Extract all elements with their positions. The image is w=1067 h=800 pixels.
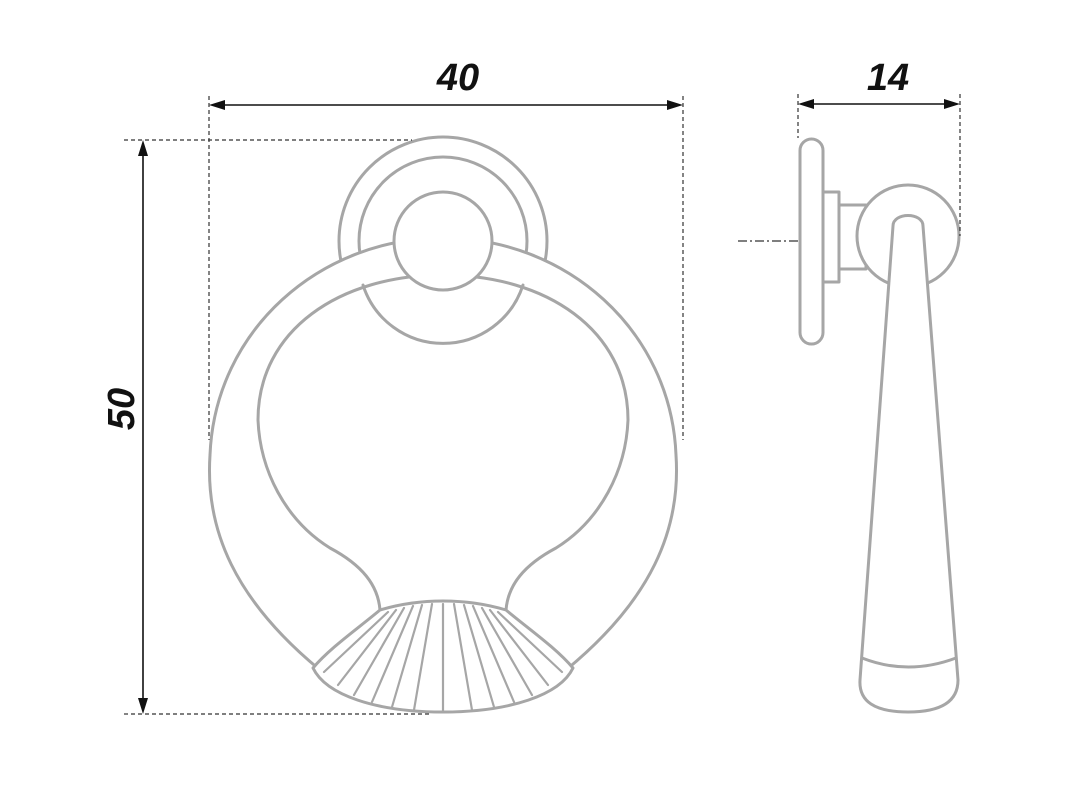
arrow-head: [798, 99, 814, 109]
fan-rib: [462, 603, 496, 709]
arrow-head: [138, 698, 148, 714]
height-label: 50: [101, 388, 143, 430]
arrow-head: [138, 140, 148, 156]
center-knob: [392, 190, 494, 292]
fan-rib: [336, 608, 398, 687]
side-drop-handle: [858, 214, 960, 714]
fan-rib: [390, 603, 424, 709]
front-view: [207, 135, 679, 714]
rosette-center: [361, 190, 525, 345]
rosette-inner-arc: [361, 283, 525, 345]
side-view: [738, 137, 961, 714]
fan-rib: [452, 602, 474, 712]
fan-rib: [412, 602, 434, 712]
width-label: 40: [436, 57, 479, 99]
depth-label: 14: [867, 57, 909, 99]
fan-rib: [322, 610, 390, 674]
side-step: [821, 190, 841, 284]
fan-rib: [352, 606, 406, 697]
dimension-width: 40: [208, 57, 684, 440]
fan-rib: [471, 604, 516, 704]
fan-rib: [496, 610, 564, 674]
arrow-head: [667, 100, 683, 110]
arrow-head: [944, 99, 960, 109]
fan-rib: [488, 608, 550, 687]
arrow-head: [209, 100, 225, 110]
fan-base: [311, 599, 575, 714]
fan-rib: [370, 604, 415, 704]
dimension-height: 50: [101, 139, 432, 715]
dimension-depth: 14: [797, 57, 961, 236]
fan-rib: [480, 606, 534, 697]
side-backplate: [798, 137, 825, 346]
side-handle-tip-band: [860, 656, 958, 669]
